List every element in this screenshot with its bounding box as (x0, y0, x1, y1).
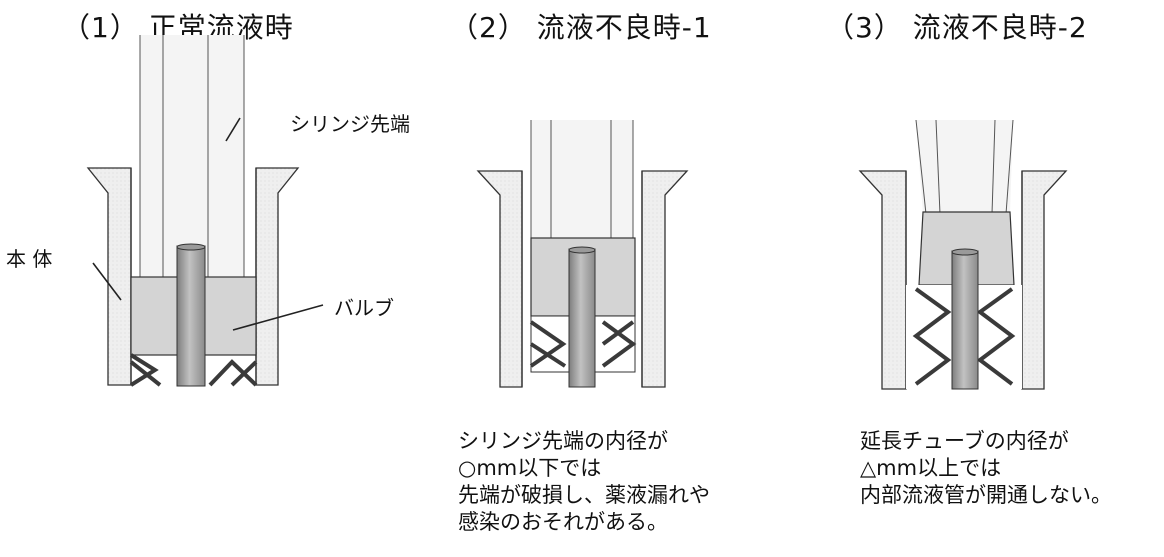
spring (529, 320, 567, 368)
housing-body (86, 167, 132, 386)
spring (129, 353, 159, 387)
housing-body-right (255, 167, 300, 386)
caption-failure-1: シリンジ先端の内径が ○mm以下では 先端が破損し、薬液漏れや 感染のおそれがあ… (458, 428, 710, 536)
leader-syringe-tip (225, 117, 241, 142)
caption-line: 先端が破損し、薬液漏れや (458, 483, 710, 507)
label-syringe-tip: シリンジ先端 (290, 112, 410, 136)
panel-flow-failure-2 (858, 119, 1068, 390)
extension-tube (916, 120, 1013, 214)
leader-valve (232, 304, 324, 331)
syringe-tip-tube (531, 120, 633, 238)
center-rod (176, 245, 206, 387)
caption-line: △mm以上では (860, 456, 1002, 480)
center-rod (568, 248, 596, 388)
caption-line: ○mm以下では (458, 456, 602, 480)
caption-line: 内部流液管が開通しない。 (860, 483, 1112, 507)
title-flow-failure-2: （3） 流液不良時-2 (826, 11, 1088, 44)
panel-normal-flow (86, 35, 324, 387)
caption-failure-2: 延長チューブの内径が △mm以上では 内部流液管が開通しない。 (860, 428, 1112, 509)
spring (912, 287, 952, 386)
leader-body (92, 262, 122, 301)
label-body: 本 体 (6, 247, 53, 271)
panel-flow-failure-1 (476, 120, 689, 388)
caption-line: 延長チューブの内径が (860, 429, 1069, 453)
label-valve: バルブ (334, 296, 394, 320)
caption-line: 感染のおそれがある。 (458, 510, 668, 534)
caption-line: シリンジ先端の内径が (458, 429, 668, 453)
title-flow-failure-1: （2） 流液不良時-1 (450, 11, 712, 44)
center-rod (951, 250, 979, 390)
syringe-tip-tube (140, 35, 244, 277)
